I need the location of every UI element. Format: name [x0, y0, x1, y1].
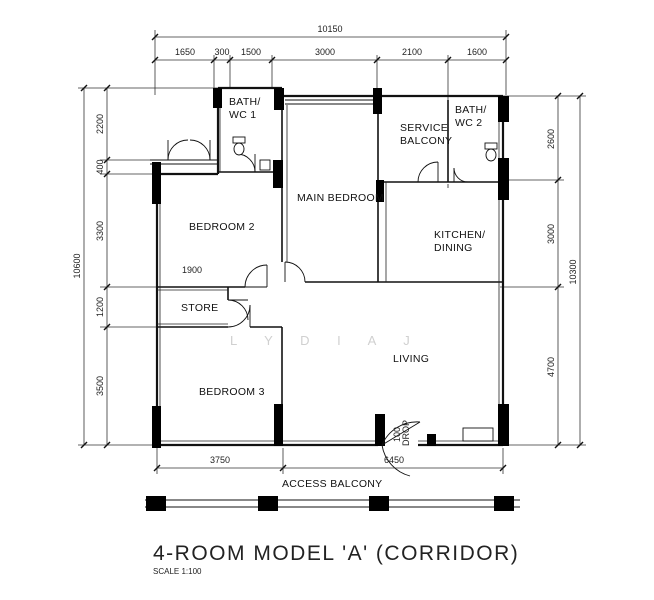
access-balcony-rail — [145, 499, 520, 508]
main-bedroom-window — [285, 99, 376, 105]
bottom-dimension-ticks — [153, 464, 507, 472]
dim-right-3000: 3000 — [546, 224, 556, 244]
right-dimension-ticks — [554, 92, 584, 449]
door-swings — [167, 139, 469, 477]
bottom-dimension-lines — [156, 448, 504, 474]
dim-top-3000: 3000 — [315, 47, 335, 57]
dim-left-1200: 1200 — [95, 297, 105, 317]
dim-left-2200: 2200 — [95, 114, 105, 134]
room-label-access-balcony: ACCESS BALCONY — [282, 478, 382, 490]
dim-left-overall: 10600 — [72, 253, 82, 278]
room-label-bedroom-2: BEDROOM 2 — [189, 221, 255, 233]
dim-left-3500: 3500 — [95, 376, 105, 396]
dim-bottom-6450: 6450 — [384, 455, 404, 465]
room-label-main-bedroom: MAIN BEDROOM — [297, 192, 384, 204]
dim-top-1650: 1650 — [175, 47, 195, 57]
top-dimension-ticks — [151, 33, 510, 64]
exterior-walls — [155, 86, 505, 447]
door-note-100: 100 — [392, 427, 402, 442]
room-label-service-balcony-line2: BALCONY — [400, 135, 452, 147]
dim-store-width: 1900 — [182, 265, 202, 275]
watermark: L Y D I A J — [230, 333, 422, 348]
room-label-bath-wc-2-line2: WC 2 — [455, 117, 482, 129]
dim-bottom-3750: 3750 — [210, 455, 230, 465]
room-label-bedroom-3: BEDROOM 3 — [199, 386, 265, 398]
interior-thin-walls — [157, 92, 500, 442]
dim-right-4700: 4700 — [546, 357, 556, 377]
room-label-kitchen-dining-line2: DINING — [434, 242, 473, 254]
dim-right-2600: 2600 — [546, 129, 556, 149]
room-label-service-balcony-line1: SERVICE — [400, 122, 448, 134]
dim-left-3300: 3300 — [95, 221, 105, 241]
room-label-bath-wc-1-line2: WC 1 — [229, 109, 256, 121]
access-balcony-posts — [146, 496, 514, 511]
dim-right-overall: 10300 — [568, 259, 578, 284]
dim-left-400: 400 — [95, 159, 105, 174]
top-dimension-lines — [154, 30, 507, 100]
room-label-bath-wc-1-line1: BATH/ — [229, 96, 261, 108]
room-label-bath-wc-2-line1: BATH/ — [455, 104, 487, 116]
structural-columns — [152, 88, 509, 448]
toilet-fixtures — [232, 136, 498, 442]
door-note-drop: DROP — [401, 420, 411, 446]
right-dimension-lines — [500, 95, 586, 446]
room-label-kitchen-dining-line1: KITCHEN/ — [434, 229, 485, 241]
room-label-living: LIVING — [393, 353, 429, 365]
plan-title: 4-ROOM MODEL 'A' (CORRIDOR) — [153, 542, 519, 565]
dim-top-300: 300 — [214, 47, 229, 57]
left-dimension-ticks — [80, 84, 111, 449]
interior-walls — [157, 96, 503, 445]
dim-top-1600: 1600 — [467, 47, 487, 57]
dim-top-1500: 1500 — [241, 47, 261, 57]
bath1-front-window — [150, 159, 218, 165]
plan-scale: SCALE 1:100 — [153, 567, 202, 576]
dim-top-2100: 2100 — [402, 47, 422, 57]
room-label-store: STORE — [181, 302, 218, 314]
dim-top-overall: 10150 — [317, 24, 342, 34]
